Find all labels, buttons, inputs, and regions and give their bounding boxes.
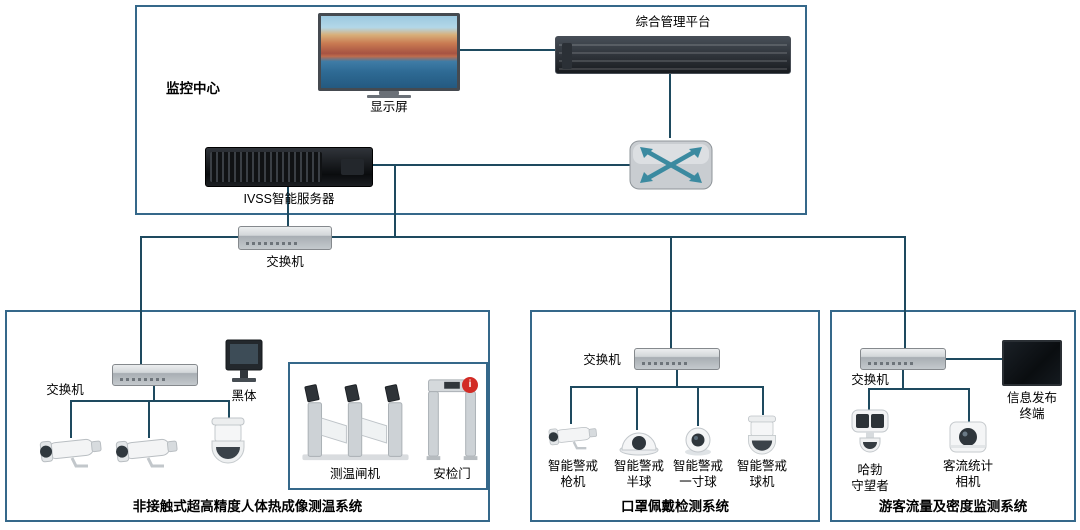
alert-bullet-camera (544, 424, 602, 452)
connector-line (670, 236, 672, 352)
platform-label: 综合管理平台 (635, 15, 711, 29)
connector-line (70, 400, 230, 402)
alert-dome-label: 智能警戒 半球 (613, 459, 664, 490)
flow-counter-camera (946, 420, 990, 456)
flow-counter-label: 客流统计 相机 (942, 459, 993, 490)
connector-line (697, 386, 699, 426)
alert-bullet-label: 智能警戒 枪机 (547, 459, 598, 490)
alert-eyeball-camera (678, 426, 718, 456)
connector-line (153, 385, 155, 402)
connector-line (70, 400, 72, 438)
core-switch-icon (628, 136, 714, 194)
connector-line (148, 400, 150, 438)
monitor-stand (379, 91, 399, 95)
flow-switch (860, 348, 946, 370)
backbone-switch-label: 交换机 (266, 255, 304, 269)
connector-line (140, 236, 142, 367)
connector-line (762, 386, 764, 415)
alert-ptz-camera (740, 414, 784, 462)
blackbody-label: 黑体 (231, 389, 257, 403)
security-gate-label: 安检门 (433, 467, 471, 481)
flow-system-box: 游客流量及密度监测系统 (830, 310, 1076, 522)
mask-system-box: 口罩佩戴检测系统 (530, 310, 820, 522)
mask-system-title: 口罩佩戴检测系统 (621, 499, 729, 514)
connector-line (868, 388, 970, 390)
thermal-system-title: 非接触式超高精度人体热成像测温系统 (132, 499, 363, 514)
alert-ptz-label: 智能警戒 球机 (736, 459, 787, 490)
connector-line (902, 369, 904, 390)
thermal-bullet-camera-1 (34, 436, 108, 470)
hubble-camera (846, 408, 894, 460)
connector-line (456, 49, 556, 51)
blackbody-device (222, 338, 266, 384)
thermal-system-box: 非接触式超高精度人体热成像测温系统 (5, 310, 490, 522)
alert-dome-camera (618, 430, 660, 456)
connector-line (140, 236, 906, 238)
mask-switch-label: 交换机 (583, 353, 621, 367)
monitoring-center-title: 监控中心 (166, 81, 220, 96)
connector-line (394, 164, 396, 238)
info-terminal-screen (1002, 340, 1062, 386)
connector-line (944, 358, 1004, 360)
connector-line (228, 400, 230, 418)
alert-eyeball-label: 智能警戒 一寸球 (672, 459, 723, 490)
connector-line (968, 388, 970, 424)
mask-switch (634, 348, 720, 370)
connector-line (372, 164, 634, 166)
monitoring-center-box (135, 5, 807, 215)
gate-inner-box (288, 362, 488, 490)
flow-switch-label: 交换机 (851, 373, 889, 387)
connector-line (904, 236, 906, 352)
hubble-camera-label: 哈勃 守望者 (851, 463, 889, 494)
monitor-base (367, 95, 411, 98)
connector-line (636, 386, 638, 430)
connector-line (287, 186, 289, 228)
info-terminal-label: 信息发布 终端 (1006, 391, 1057, 422)
ivss-server (205, 147, 373, 187)
thermal-alert-icon: i (462, 377, 478, 393)
connector-line (669, 72, 671, 138)
display-monitor-screen (321, 16, 457, 88)
management-server (555, 36, 791, 74)
display-monitor (318, 13, 460, 91)
thermal-ptz-dome-camera (202, 416, 254, 472)
backbone-switch (238, 226, 332, 250)
thermal-switch (112, 364, 198, 386)
connector-line (676, 369, 678, 388)
thermal-bullet-camera-2 (110, 436, 184, 470)
flow-system-title: 游客流量及密度监测系统 (878, 499, 1028, 514)
display-label: 显示屏 (370, 100, 408, 114)
temperature-gate-label: 测温闸机 (329, 467, 380, 481)
connector-line (868, 388, 870, 412)
thermal-switch-label: 交换机 (46, 383, 84, 397)
connector-line (570, 386, 764, 388)
ivss-label: IVSS智能服务器 (243, 192, 335, 206)
temperature-gate (298, 376, 413, 464)
connector-line (570, 386, 572, 424)
